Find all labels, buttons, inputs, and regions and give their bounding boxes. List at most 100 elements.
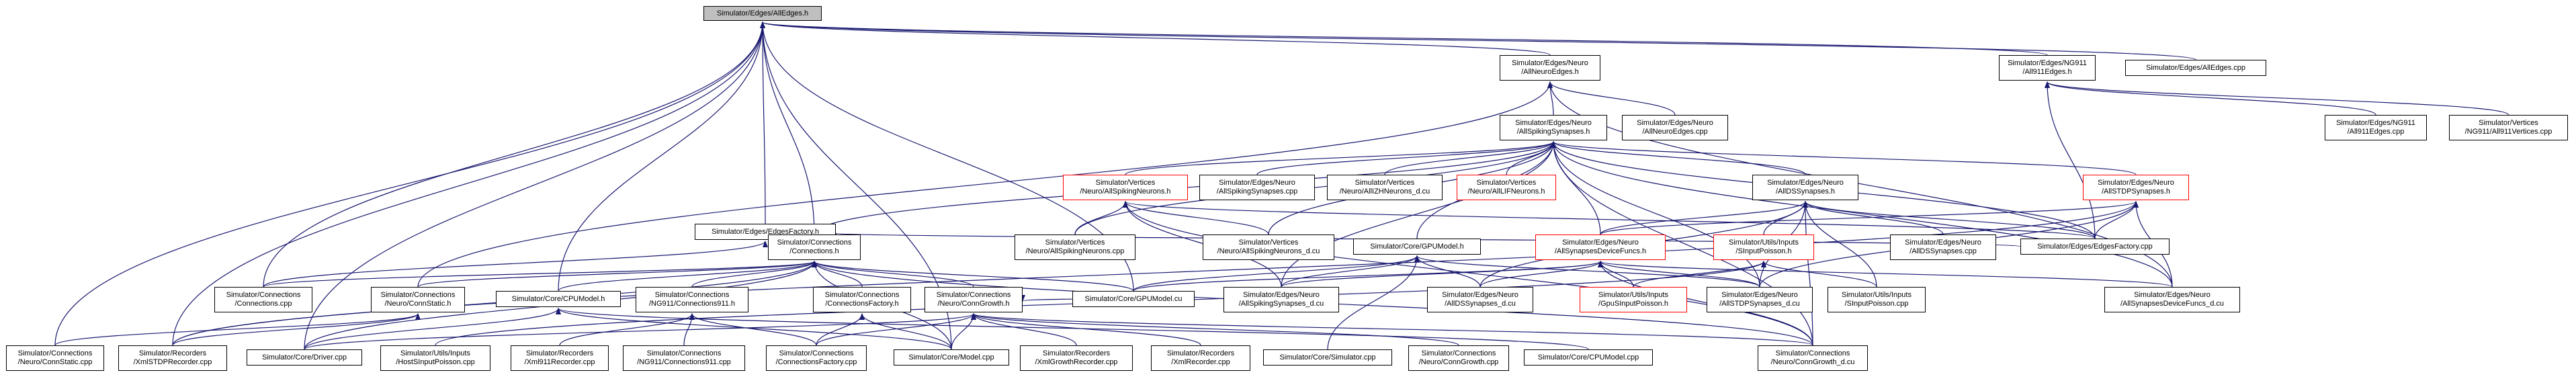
node-conngrowth-cpp[interactable]: Simulator/Connections /Neuro/ConnGrowth.… xyxy=(1408,345,1509,371)
edge-xmlgrowthrecorder_cpp-to-conngrowth_h xyxy=(971,313,1077,346)
edge-alldssynapses_cpp-to-alldssynapses_h xyxy=(1803,201,1944,235)
edge-alledges_cpp-to-alledges_h xyxy=(760,22,2196,60)
node-allspikingneurons-h[interactable]: Simulator/Vertices /Neuro/AllSpikingNeur… xyxy=(1063,175,1188,200)
node-edgesfactory-cpp[interactable]: Simulator/Edges/EdgesFactory.cpp xyxy=(2020,239,2170,255)
edge-xmlrecorder_cpp-to-conngrowth_h xyxy=(971,313,1201,346)
edge-xmlstdprecorder_cpp-to-alledges_h xyxy=(172,22,765,346)
edge-gpumodel_cu-to-gpumodel_h xyxy=(1133,255,1420,292)
node-cpumodel-cpp[interactable]: Simulator/Core/CPUModel.cpp xyxy=(1524,349,1653,366)
node-driver-cpp[interactable]: Simulator/Core/Driver.cpp xyxy=(247,349,362,366)
edge-allspikingsynapses_d_cu-to-allspikingsynapses_h xyxy=(1281,141,1556,288)
edge-allsynapsesdevicefuncs_h-to-allstdpsynapses_h xyxy=(1600,201,2139,235)
edge-connections_cpp-to-connections_h xyxy=(263,261,817,288)
node-allizhneurons-d-cu[interactable]: Simulator/Vertices /Neuro/AllIZHNeurons_… xyxy=(1327,175,1443,200)
edge-connstatic_h-to-allneuroedges_h xyxy=(417,81,1553,288)
node-alldssynapses-h[interactable]: Simulator/Edges/Neuro /AllDSSynapses.h xyxy=(1752,175,1858,200)
node-connections-h[interactable]: Simulator/Connections /Connections.h xyxy=(768,234,861,260)
node-alldssynapses-cpp[interactable]: Simulator/Edges/Neuro /AllDSSynapses.cpp xyxy=(1890,234,1996,260)
edge-edgesfactory_h-to-alledges_h xyxy=(760,22,766,224)
node-allspikingsynapses-d-cu[interactable]: Simulator/Edges/Neuro /AllSpikingSynapse… xyxy=(1223,287,1339,312)
node-xmlgrowthrecorder-cpp[interactable]: Simulator/Recorders /XmlGrowthRecorder.c… xyxy=(1020,345,1133,371)
node-allstdpsynapses-d-cu[interactable]: Simulator/Edges/Neuro /AllSTDPSynapses_d… xyxy=(1707,287,1813,312)
node-allsynapsesdevicefuncs-d-cu[interactable]: Simulator/Edges/Neuro /AllSynapsesDevice… xyxy=(2104,287,2240,312)
edge-alldssynapses_h-to-allspikingsynapses_h xyxy=(1551,141,1806,175)
node-xml911recorder-cpp[interactable]: Simulator/Recorders /Xml911Recorder.cpp xyxy=(511,345,609,371)
node-gpusinputpoisson-h[interactable]: Simulator/Utils/Inputs /GpuSInputPoisson… xyxy=(1580,287,1687,312)
node-allsynapsesdevicefuncs-h[interactable]: Simulator/Edges/Neuro /AllSynapsesDevice… xyxy=(1535,234,1666,260)
edge-sinputpoisson_cpp-to-sinputpoisson_h xyxy=(1761,261,1877,288)
edge-model_cpp-to-cpumodel_h xyxy=(556,308,952,350)
node-allspikingsynapses-cpp[interactable]: Simulator/Edges/Neuro /AllSpikingSynapse… xyxy=(1199,175,1315,200)
edge-driver_cpp-to-cpumodel_h xyxy=(304,308,561,350)
edge-allsynapsesdevicefuncs_h-to-alldssynapses_h xyxy=(1600,201,1808,235)
node-alledges-cpp[interactable]: Simulator/Edges/AllEdges.cpp xyxy=(2125,60,2266,76)
node-alllifneurons-h[interactable]: Simulator/Vertices /Neuro/AllLIFNeurons.… xyxy=(1457,175,1556,200)
edge-all911vertices_cpp-to-all911edges_h xyxy=(2045,81,2509,116)
edge-cpumodel_h-to-alledges_h xyxy=(558,22,765,292)
edge-allspikingneurons_h-to-allspikingsynapses_h xyxy=(1125,141,1556,175)
edge-connectionsfactory_cpp-to-conngrowth_h xyxy=(816,313,976,346)
node-alledges-h: Simulator/Edges/AllEdges.h xyxy=(703,6,822,21)
node-gpumodel-cu[interactable]: Simulator/Core/GPUModel.cu xyxy=(1072,291,1195,307)
edge-allsynapsesdevicefuncs_d_cu-to-allsynapsesdevicefuncs_h xyxy=(1598,261,2173,288)
edge-connectionsfactory_cpp-to-connections911_h xyxy=(689,313,817,346)
edge-allneuroedges_h-to-alledges_h xyxy=(760,22,1551,56)
edge-gpumodel_cu-to-allsynapsesdevicefuncs_h xyxy=(1133,261,1603,292)
edge-connstatic_h-to-connections_h xyxy=(417,261,817,288)
edge-all911edges_cpp-to-all911edges_h xyxy=(2045,81,2376,116)
edge-connstatic_cpp-to-alledges_h xyxy=(54,22,765,346)
edge-all911edges_h-to-alledges_h xyxy=(760,22,2048,56)
edge-gpusinputpoisson_h-to-sinputpoisson_h xyxy=(1633,261,1766,288)
edge-layer xyxy=(54,22,2509,350)
edge-allstdpsynapses_h-to-allspikingsynapses_h xyxy=(1551,141,2137,175)
edge-connections911_h-to-connections_h xyxy=(691,261,817,288)
node-model-cpp[interactable]: Simulator/Core/Model.cpp xyxy=(894,349,1009,366)
node-gpumodel-h[interactable]: Simulator/Core/GPUModel.h xyxy=(1353,239,1481,255)
edge-allstdpsynapses_d_cu-to-gpumodel_h xyxy=(1414,255,1760,288)
edge-connections_cpp-to-alledges_h xyxy=(263,22,765,288)
edge-allspikingsynapses_d_cu-to-gpumodel_h xyxy=(1281,255,1420,288)
node-xmlrecorder-cpp[interactable]: Simulator/Recorders /XmlRecorder.cpp xyxy=(1151,345,1250,371)
node-connstatic-cpp[interactable]: Simulator/Connections /Neuro/ConnStatic.… xyxy=(6,345,104,371)
node-cpumodel-h[interactable]: Simulator/Core/CPUModel.h xyxy=(496,291,621,307)
node-alldssynapses-d-cu[interactable]: Simulator/Edges/Neuro /AllDSSynapses_d.c… xyxy=(1427,287,1533,312)
node-sinputpoisson-cpp[interactable]: Simulator/Utils/Inputs /SInputPoisson.cp… xyxy=(1828,287,1926,312)
edge-conngrowth_h-to-connections_h xyxy=(812,261,974,288)
edge-allneuroedges_cpp-to-allneuroedges_h xyxy=(1547,81,1676,116)
node-allspikingneurons-d-cu[interactable]: Simulator/Vertices /Neuro/AllSpikingNeur… xyxy=(1203,234,1334,260)
node-connectionsfactory-h[interactable]: Simulator/Connections /ConnectionsFactor… xyxy=(813,287,911,312)
edge-allspikingneurons_d_cu-to-allspikingneurons_h xyxy=(1123,201,1269,235)
node-connectionsfactory-cpp[interactable]: Simulator/Connections /ConnectionsFactor… xyxy=(766,345,867,371)
edge-conngrowth_cpp-to-conngrowth_h xyxy=(971,313,1459,346)
node-connstatic-h[interactable]: Simulator/Connections /Neuro/ConnStatic.… xyxy=(371,287,465,312)
node-connections911-cpp[interactable]: Simulator/Connections /NG911/Connections… xyxy=(623,345,745,371)
node-connections911-h[interactable]: Simulator/Connections /NG911/Connections… xyxy=(636,287,748,312)
node-allneuroedges-h[interactable]: Simulator/Edges/Neuro /AllNeuroEdges.h xyxy=(1500,55,1600,81)
node-connections-cpp[interactable]: Simulator/Connections /Connections.cpp xyxy=(214,287,312,312)
edge-connections_h-to-alledges_h xyxy=(760,22,815,235)
edge-allstdpsynapses_d_cu-to-allspikingsynapses_h xyxy=(1551,141,1760,288)
node-allspikingsynapses-h[interactable]: Simulator/Edges/Neuro /AllSpikingSynapse… xyxy=(1500,115,1607,140)
edge-model_cpp-to-connectionsfactory_h xyxy=(859,313,952,350)
edge-allsynapsesdevicefuncs_h-to-allspikingsynapses_h xyxy=(1551,141,1601,235)
edge-edgesfactory_cpp-to-alldssynapses_h xyxy=(1803,201,2096,239)
node-all911vertices-cpp[interactable]: Simulator/Vertices /NG911/All911Vertices… xyxy=(2449,115,2568,140)
edge-driver_cpp-to-alledges_h xyxy=(304,22,765,350)
node-simulator-cpp[interactable]: Simulator/Core/Simulator.cpp xyxy=(1263,349,1392,366)
node-xmlstdprecorder-cpp[interactable]: Simulator/Recorders /XmlSTDPRecorder.cpp xyxy=(118,345,227,371)
node-allneuroedges-cpp[interactable]: Simulator/Edges/Neuro /AllNeuroEdges.cpp xyxy=(1622,115,1728,140)
node-all911edges-cpp[interactable]: Simulator/Edges/NG911 /All911Edges.cpp xyxy=(2325,115,2427,140)
node-allspikingneurons-cpp[interactable]: Simulator/Vertices /Neuro/AllSpikingNeur… xyxy=(1015,234,1135,260)
edge-sinputpoisson_h-to-alldssynapses_h xyxy=(1763,201,1808,235)
node-sinputpoisson-h[interactable]: Simulator/Utils/Inputs /SInputPoisson.h xyxy=(1713,234,1814,260)
node-conngrowth-h[interactable]: Simulator/Connections /Neuro/ConnGrowth.… xyxy=(925,287,1023,312)
node-edgesfactory-h[interactable]: Simulator/Edges/EdgesFactory.h xyxy=(695,224,836,240)
node-allstdpsynapses-h[interactable]: Simulator/Edges/Neuro /AllSTDPSynapses.h xyxy=(2083,175,2189,200)
node-hostsinputpoisson-cpp[interactable]: Simulator/Utils/Inputs /HostSInputPoisso… xyxy=(380,345,490,371)
edge-connstatic_cpp-to-connstatic_h xyxy=(54,313,421,346)
edge-connections_cpp-to-edgesfactory_h xyxy=(263,241,768,288)
node-conngrowth-d-cu[interactable]: Simulator/Connections /Neuro/ConnGrowth_… xyxy=(1758,345,1868,371)
edge-alldssynapses_d_cu-to-allsynapsesdevicefuncs_h xyxy=(1479,261,1603,288)
node-all911edges-h[interactable]: Simulator/Edges/NG911 /All911Edges.h xyxy=(1999,55,2096,81)
